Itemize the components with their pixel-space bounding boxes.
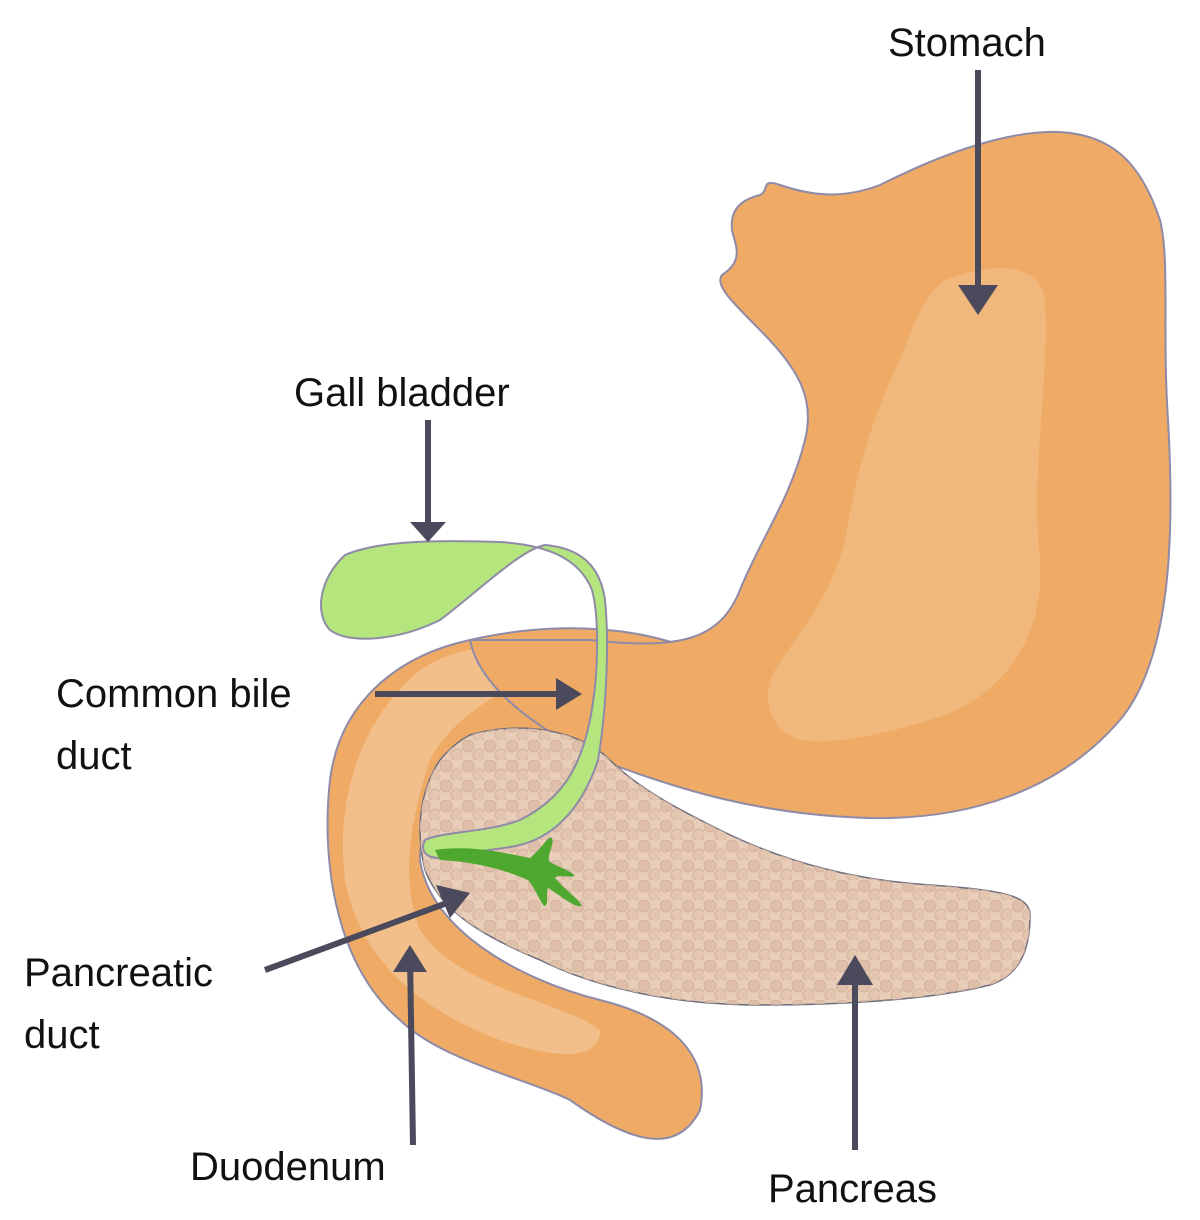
pancreatic-duct-label-line-2: duct (24, 1013, 100, 1057)
common-bile-duct-label-line-1: Common bile (56, 672, 292, 716)
arrows (263, 70, 981, 1150)
gall-bladder-arrowhead (410, 522, 446, 542)
stomach-arrowhead (958, 285, 998, 315)
common-bile-duct-label: Common bile duct (56, 663, 292, 787)
common-bile-duct-arrowhead (556, 678, 582, 710)
common-bile-duct-label-line-2: duct (56, 734, 132, 778)
arrowheads (393, 285, 998, 985)
pancreatic-duct-label-line-1: Pancreatic (24, 951, 213, 995)
duodenum-arrow (407, 954, 416, 1146)
pancreatic-duct-arrowhead (436, 885, 470, 918)
pancreatic-duct-arrow (263, 897, 457, 973)
gall-bladder-shape (320, 540, 609, 860)
stomach-label: Stomach (888, 21, 1046, 65)
pancreatic-duct-label: Pancreatic duct (24, 942, 213, 1066)
pancreas-arrowhead (837, 955, 873, 985)
pancreas-label: Pancreas (768, 1167, 937, 1211)
duodenum-label: Duodenum (190, 1145, 386, 1189)
gall-bladder-label: Gall bladder (294, 371, 510, 415)
stomach-shape (468, 130, 1172, 820)
pancreatic-duct-shape (435, 837, 582, 907)
duodenum-arrowhead (393, 945, 427, 972)
